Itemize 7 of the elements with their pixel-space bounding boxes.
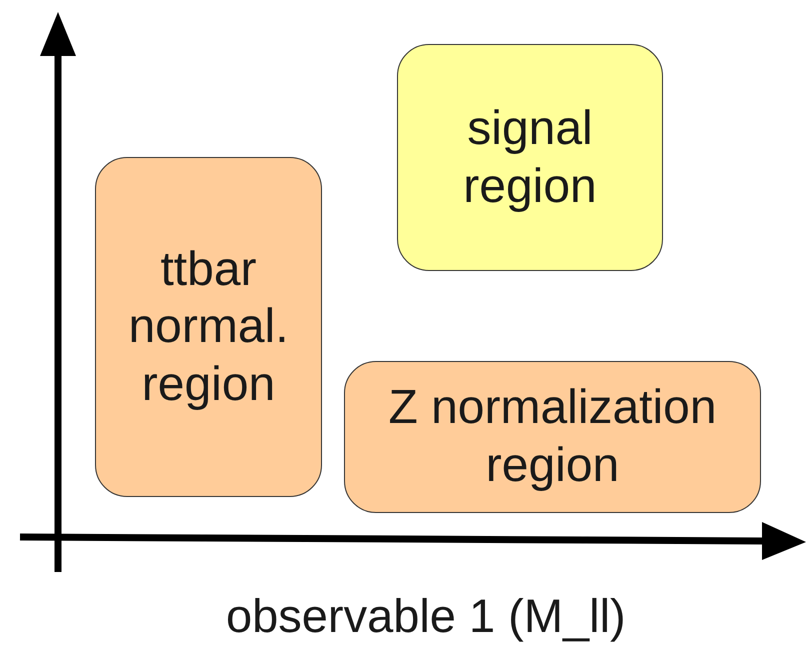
region-box xyxy=(95,157,322,497)
axis-title: observable 1 (M_ll) xyxy=(226,588,626,643)
region-label: signal region xyxy=(462,100,598,214)
region-label: Z normalization region xyxy=(387,380,718,494)
region-box xyxy=(344,361,761,513)
region-box xyxy=(397,44,663,271)
region-label: ttbar normal. region xyxy=(127,242,290,413)
